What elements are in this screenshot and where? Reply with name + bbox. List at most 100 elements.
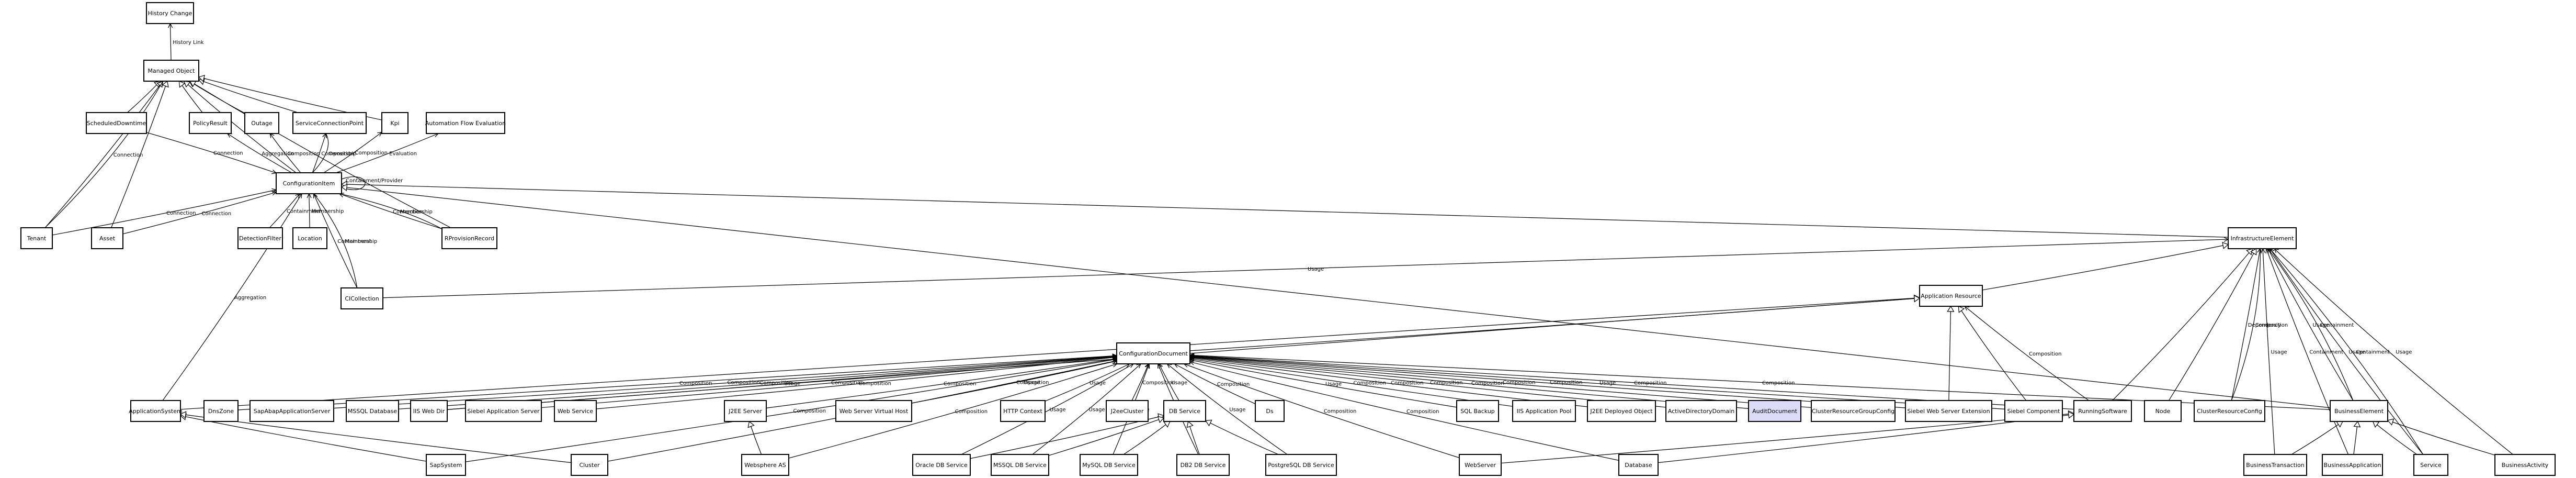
edge-service-to-business-element (2372, 421, 2418, 455)
class-name: Node (2155, 408, 2171, 415)
class-node-j2ee-cluster[interactable]: J2eeCluster (1106, 400, 1149, 422)
class-node-dns-zone[interactable]: DnsZone (203, 400, 239, 422)
class-node-mysql-db-service[interactable]: MySQL DB Service (1080, 454, 1138, 476)
class-node-business-transaction[interactable]: BusinessTransaction (2243, 454, 2307, 476)
edge-label: Usage (1089, 407, 1105, 413)
class-node-application-resource[interactable]: Application Resource (1919, 285, 1983, 307)
edge-asset-to-managed-object (111, 80, 169, 228)
edge-label: Connection (166, 210, 196, 216)
inheritance-arrow (1186, 420, 1194, 428)
class-node-websphere-as[interactable]: Websphere AS (741, 454, 789, 476)
class-node-j2ee-deployed-object[interactable]: J2EE Deployed Object (1587, 400, 1656, 422)
class-node-db2-db-service[interactable]: DB2 DB Service (1176, 454, 1230, 476)
class-name: BusinessElement (2334, 408, 2384, 415)
class-node-web-server-virtual-host[interactable]: Web Server Virtual Host (835, 400, 912, 422)
class-node-ds[interactable]: Ds (1255, 400, 1285, 422)
class-node-database[interactable]: Database (1618, 454, 1659, 476)
class-node-ias-application-pool[interactable]: IIS Application Pool (1512, 400, 1576, 422)
class-name: Cluster (579, 462, 600, 469)
class-node-policy-result[interactable]: PolicyResult (189, 112, 232, 134)
class-node-business-activity[interactable]: BusinessActivity (2494, 454, 2556, 476)
class-box (86, 112, 147, 134)
class-node-oracle-db-service[interactable]: Oracle DB Service (912, 454, 971, 476)
edge-label: Usage (1308, 266, 1324, 272)
class-box (1905, 400, 1992, 422)
class-node-business-application[interactable]: BusinessApplication (2322, 454, 2383, 476)
class-node-service[interactable]: Service (2413, 454, 2448, 476)
class-node-sql-backup[interactable]: SQL Backup (1456, 400, 1499, 422)
class-name: Web Server Virtual Host (839, 408, 909, 415)
class-name: History Change (148, 10, 192, 17)
edge-line (309, 193, 310, 228)
inheritance-arrow (2353, 420, 2361, 428)
inheritance-arrow (1205, 419, 1212, 427)
class-node-configuration-document[interactable]: ConfigurationDocument (1116, 342, 1190, 364)
class-node-infrastructure-element[interactable]: InfrastructureElement (2228, 227, 2297, 249)
class-node-sap-app-server[interactable]: SapAbapApplicationServer (249, 400, 334, 422)
class-box (203, 400, 239, 422)
inheritance-arrow (2372, 421, 2380, 428)
class-box (1000, 400, 1046, 422)
class-node-tenant[interactable]: Tenant (20, 227, 53, 249)
edge-configuration-item-to-configuration-item: Containment/Provider (341, 176, 403, 190)
class-node-automation-flow-evaluation[interactable]: Automation Flow Evaluation (425, 112, 506, 134)
class-box (1748, 400, 1801, 422)
class-node-kpi[interactable]: Kpi (381, 112, 408, 134)
class-node-application-system[interactable]: ApplicationSystem (129, 400, 183, 422)
class-node-siebel-component[interactable]: Siebel Component (2004, 400, 2063, 422)
class-node-webserver[interactable]: WebServer (1459, 454, 1502, 476)
class-node-siebel-app-server[interactable]: Siebel Application Server (465, 400, 542, 422)
edge-application-system-to-configuration-item: Aggregation (162, 193, 302, 401)
inheritance-arrow (1958, 306, 1965, 313)
edge-business-transaction-to-business-element (2291, 421, 2343, 455)
class-node-node[interactable]: Node (2144, 400, 2182, 422)
class-node-iis-web-dir[interactable]: IIS Web Dir (410, 400, 448, 422)
class-node-running-software[interactable]: RunningSoftware (2073, 400, 2132, 422)
inheritance-arrow (2222, 242, 2229, 249)
edge-node-to-infrastructure-element (2169, 248, 2257, 401)
class-node-postgresql-db-service[interactable]: PostgreSQL DB Service (1265, 454, 1337, 476)
class-node-scheduled-downtime[interactable]: ScheduledDowntime (86, 112, 147, 134)
class-node-service-connection-point[interactable]: ServiceConnectionPoint (292, 112, 367, 134)
class-node-cluster-resource-config[interactable]: ClusterResourceConfig (2194, 400, 2265, 422)
edge-line (122, 192, 277, 235)
edge-line (1205, 420, 1279, 455)
class-node-db-service[interactable]: DB Service (1163, 400, 1206, 422)
class-node-active-directory-domain[interactable]: ActiveDirectoryDomain (1665, 400, 1737, 422)
class-node-managed-object[interactable]: Managed Object (143, 60, 199, 82)
edge-business-transaction-to-infrastructure-element: Usage (2261, 248, 2287, 455)
class-name: AuditDocument (1752, 408, 1798, 415)
class-node-mssql-db-service[interactable]: MSSQL DB Service (991, 454, 1049, 476)
class-node-ci-collection[interactable]: CICollection (341, 287, 383, 309)
edge-line (2266, 248, 2349, 455)
class-node-siebel-web-server-extension[interactable]: Siebel Web Server Extension (1905, 400, 1992, 422)
class-node-rprovision-record[interactable]: RProvisionRecord (441, 227, 497, 249)
class-node-history-change[interactable]: History Change (146, 2, 194, 24)
class-name: Web Service (558, 408, 593, 415)
class-name: ConfigurationDocument (1119, 350, 1188, 357)
class-node-cluster[interactable]: Cluster (571, 454, 608, 476)
class-node-audit-document[interactable]: AuditDocument (1748, 400, 1801, 422)
class-node-web-service[interactable]: Web Service (554, 400, 597, 422)
class-box (2004, 400, 2063, 422)
class-node-j2ee-server[interactable]: J2EE Server (724, 400, 767, 422)
class-node-http-context[interactable]: HTTP Context (1000, 400, 1046, 422)
class-node-location[interactable]: Location (292, 227, 327, 249)
class-node-business-element[interactable]: BusinessElement (2330, 400, 2388, 422)
class-node-outage[interactable]: Outage (244, 112, 279, 134)
class-node-configuration-item[interactable]: ConfigurationItem (276, 172, 342, 194)
edge-postgresql-db-service-to-db-service (1205, 419, 1279, 455)
class-name: HTTP Context (1003, 408, 1042, 415)
class-node-asset[interactable]: Asset (91, 227, 123, 249)
class-box (991, 454, 1049, 476)
class-name: PolicyResult (193, 120, 228, 127)
edge-business-element-to-configuration-item (341, 184, 2331, 408)
class-node-sap-system[interactable]: SapSystem (426, 454, 466, 476)
class-node-cluster-resource-group-config[interactable]: ClusterResourceGroupConfig (1811, 400, 1896, 422)
class-box (410, 400, 448, 422)
class-box (426, 112, 505, 134)
class-node-mssql-database[interactable]: MSSQL Database (346, 400, 399, 422)
edge-running-software-to-application-resource: Composition (1964, 306, 2089, 401)
class-node-detection-filter[interactable]: DetectionFilter (237, 227, 283, 249)
